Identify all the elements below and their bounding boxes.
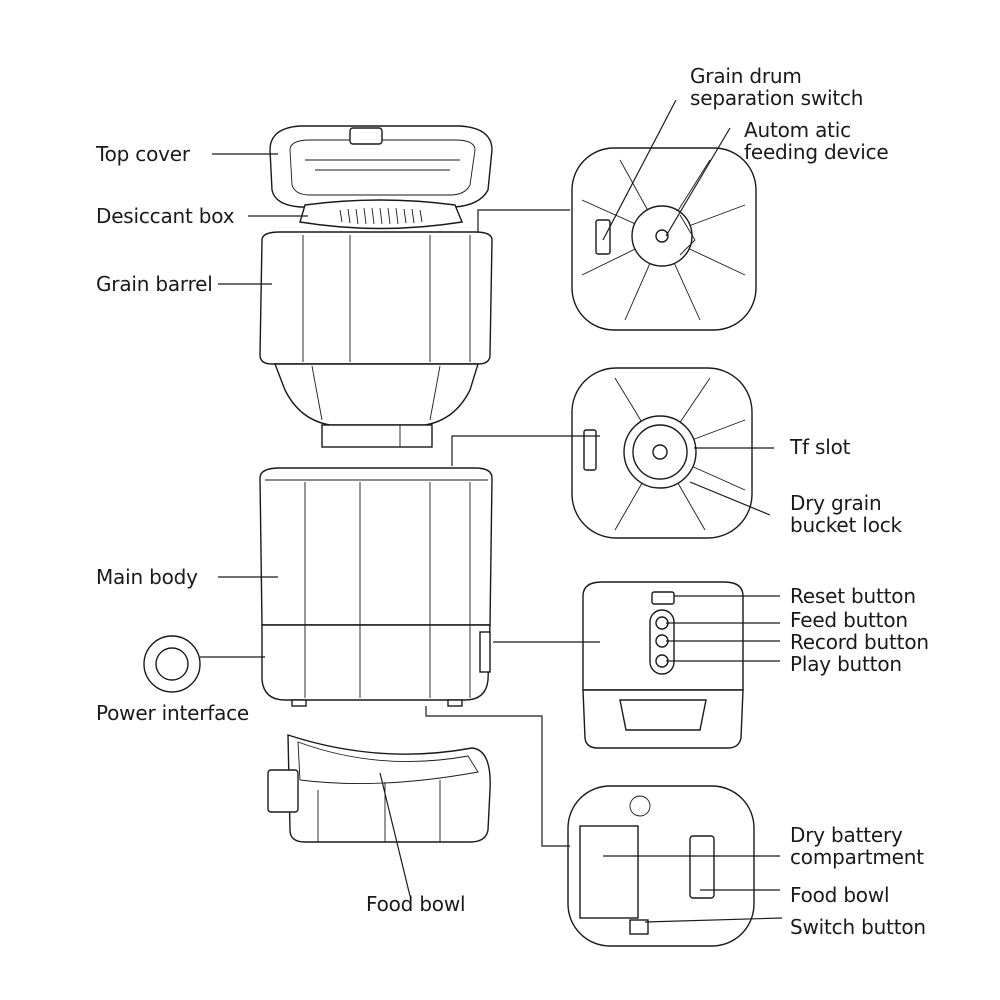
label-reset-button: Reset button (790, 584, 916, 608)
label-dry-grain-lock-1: Dry grain (790, 491, 882, 515)
grain-barrel-drawing (259, 231, 493, 448)
label-desiccant-box: Desiccant box (96, 204, 235, 228)
back-view-drawing (582, 581, 744, 749)
label-power-interface: Power interface (96, 701, 250, 725)
label-grain-drum-switch-1: Grain drum (690, 64, 802, 88)
power-interface-drawing (143, 635, 201, 693)
label-dry-battery-1: Dry battery (790, 823, 903, 847)
middle-view-drawing (571, 367, 753, 539)
label-automatic-feeding-2: feeding device (744, 140, 889, 164)
label-food-bowl-left: Food bowl (366, 892, 466, 916)
label-food-bowl-right: Food bowl (790, 883, 890, 907)
label-top-cover: Top cover (96, 142, 190, 166)
label-feed-button: Feed button (790, 608, 908, 632)
main-body-drawing (259, 467, 493, 707)
desiccant-box-drawing (299, 199, 463, 230)
label-grain-drum-switch-2: separation switch (690, 86, 864, 110)
food-bowl-left-drawing (267, 734, 491, 843)
label-tf-slot: Tf slot (790, 435, 851, 459)
label-dry-battery-2: compartment (790, 845, 924, 869)
label-switch-button: Switch button (790, 915, 926, 939)
leader-lines (200, 99, 783, 923)
bottom-view-drawing (567, 785, 755, 947)
top-cover-drawing (269, 125, 493, 208)
label-automatic-feeding-1: Autom atic (744, 118, 851, 142)
label-main-body: Main body (96, 565, 198, 589)
label-record-button: Record button (790, 630, 929, 654)
label-play-button: Play button (790, 652, 902, 676)
label-grain-barrel: Grain barrel (96, 272, 213, 296)
label-dry-grain-lock-2: bucket lock (790, 513, 902, 537)
top-view-drawing (571, 147, 757, 331)
